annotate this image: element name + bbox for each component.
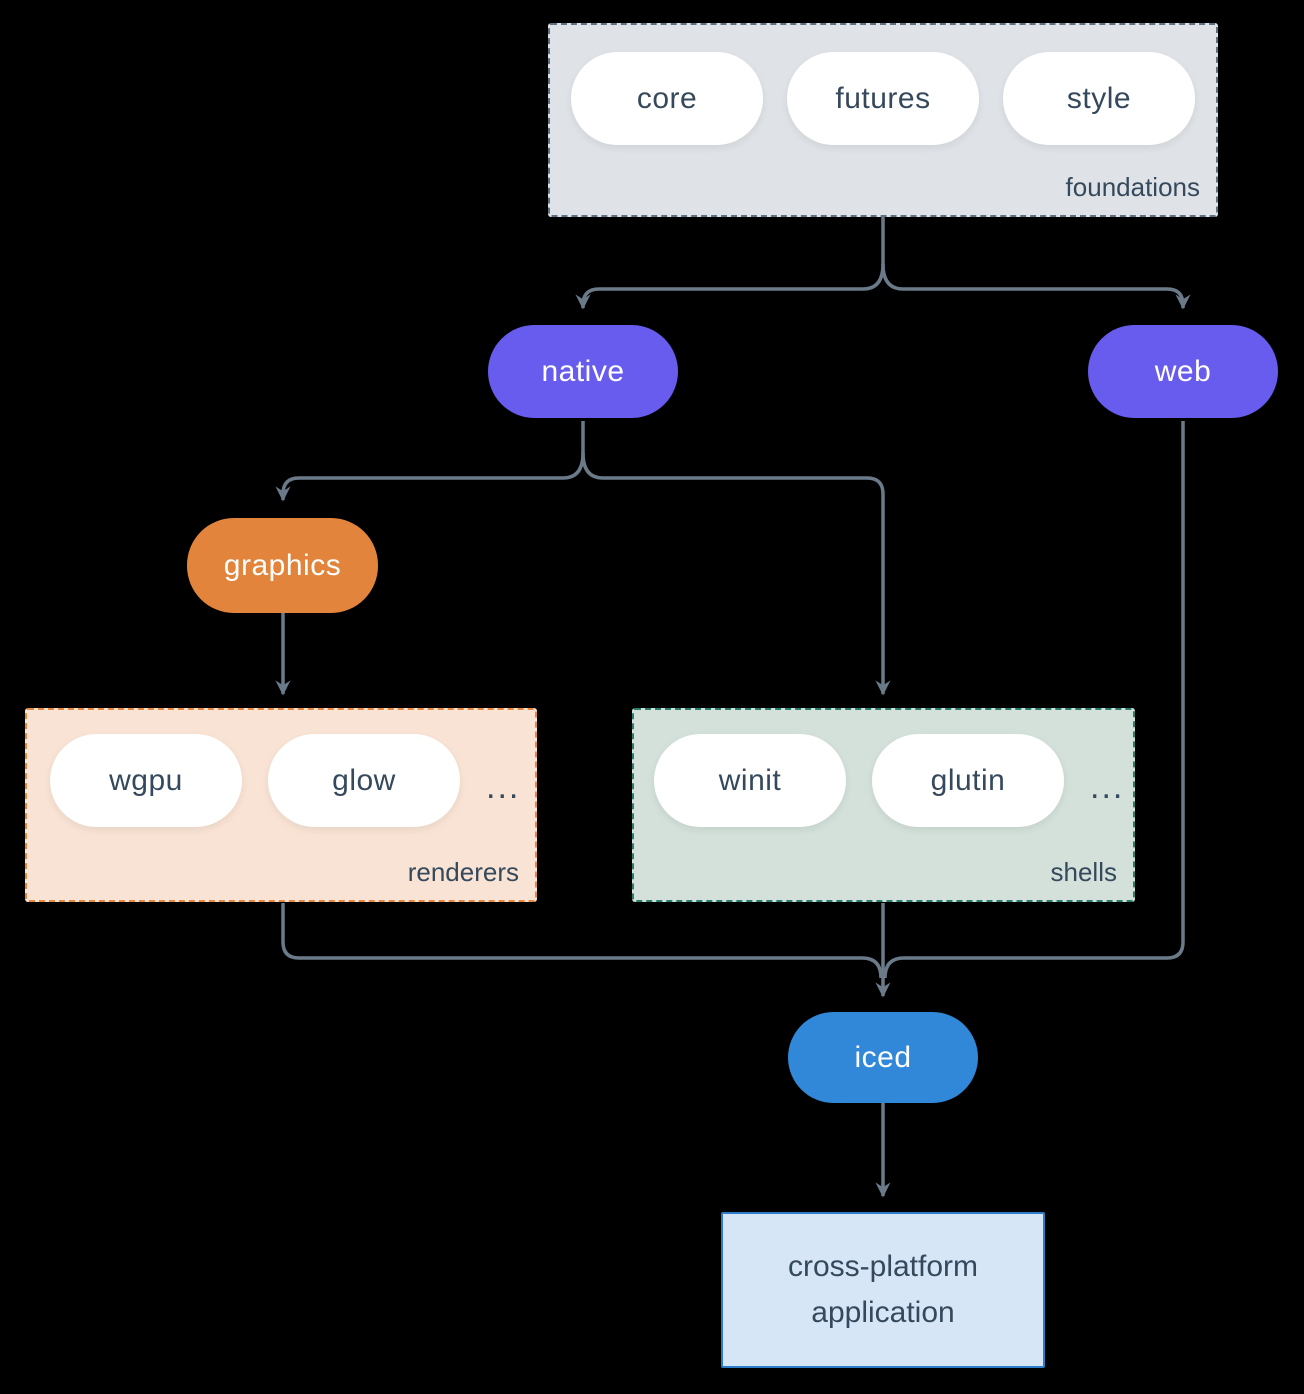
node-cross-platform-application: cross-platform application <box>721 1212 1045 1368</box>
node-glutin: glutin <box>872 734 1064 827</box>
edge-renderers-merge <box>281 903 883 979</box>
renderers-group-label: renderers <box>407 857 519 887</box>
node-graphics: graphics <box>187 518 378 613</box>
edge-native-shells <box>581 452 891 696</box>
node-web: web <box>1088 325 1278 418</box>
node-core: core <box>571 52 763 145</box>
renderers-ellipsis: ... <box>486 768 521 806</box>
node-iced: iced <box>788 1012 978 1103</box>
node-style: style <box>1003 52 1195 145</box>
edge-foundations-native <box>575 263 885 310</box>
renderers-pill-row: wgpu glow ... <box>27 710 535 827</box>
node-wgpu: wgpu <box>50 734 242 827</box>
foundations-group-box: core futures style foundations <box>548 23 1218 217</box>
node-winit: winit <box>654 734 846 827</box>
node-native: native <box>488 325 678 418</box>
shells-group-label: shells <box>1050 857 1117 887</box>
shells-group-box: winit glutin ... shells <box>632 708 1135 902</box>
edge-native-graphics <box>275 452 585 502</box>
foundations-group-label: foundations <box>1065 172 1200 202</box>
shells-ellipsis: ... <box>1090 768 1125 806</box>
foundations-pill-row: core futures style <box>550 25 1216 145</box>
shells-pill-row: winit glutin ... <box>634 710 1133 827</box>
renderers-group-box: wgpu glow ... renderers <box>25 708 537 902</box>
node-glow: glow <box>268 734 460 827</box>
edge-web-merge <box>883 421 1185 979</box>
edge-foundations-web <box>881 263 1191 310</box>
node-futures: futures <box>787 52 979 145</box>
